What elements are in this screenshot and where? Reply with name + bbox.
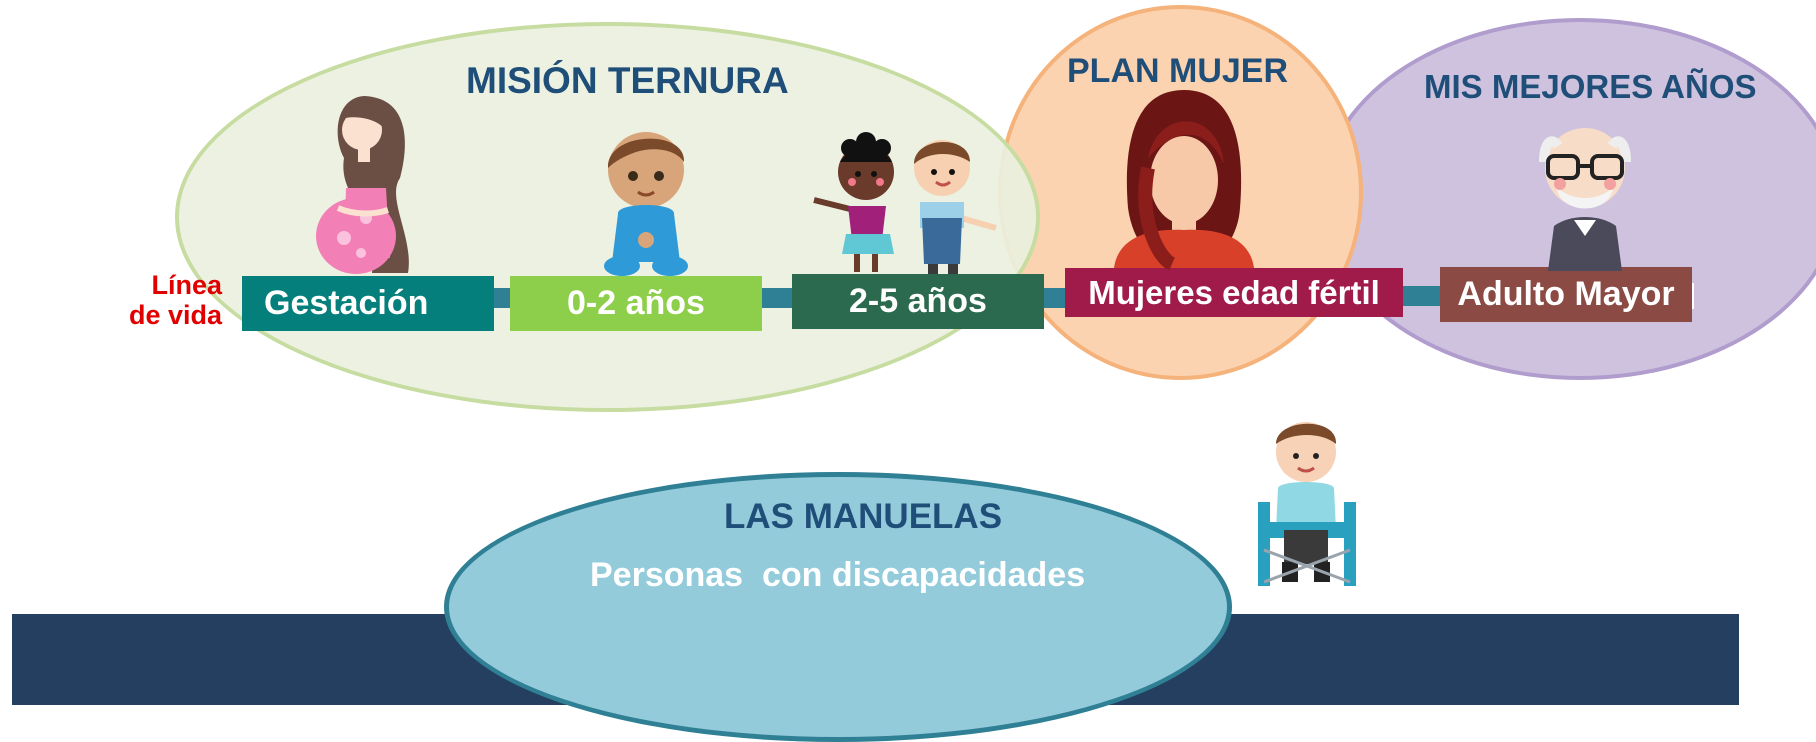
pregnant-woman-icon (316, 96, 409, 274)
baby-icon (604, 132, 688, 276)
plan-mujer-title: PLAN MUJER (1067, 52, 1289, 90)
children-icon (813, 132, 997, 274)
stage-adulto-mayor: Adulto Mayor (1440, 267, 1692, 322)
stage-gestacion: Gestación (242, 276, 494, 331)
lifeline-connector (760, 288, 795, 308)
lifeline-label-line1: Línea (151, 270, 222, 300)
mision-ternura-title: MISIÓN TERNURA (466, 60, 789, 101)
wheelchair-person-icon (1258, 422, 1356, 586)
mision-ternura-ellipse (175, 22, 1040, 412)
elderly-man-icon (1539, 128, 1631, 271)
lifeline-label: Línea de vida (110, 270, 222, 330)
las-manuelas-subtitle: Personas con discapacidades (590, 556, 1086, 594)
woman-icon (1114, 90, 1254, 271)
mis-mejores-anos-title: MIS MEJORES AÑOS (1424, 68, 1757, 105)
lifeline-label-line2: de vida (128, 300, 222, 330)
las-manuelas-title: LAS MANUELAS (724, 497, 1003, 536)
lifeline-connector (1040, 288, 1070, 308)
stage-mujeres-edad-fertil: Mujeres edad fértil (1065, 268, 1403, 317)
stage-2-5-anos: 2-5 años (792, 274, 1044, 329)
stage-0-2-anos: 0-2 años (510, 276, 762, 331)
las-manuelas-ellipse (444, 472, 1232, 742)
lifeline-connector (1402, 286, 1442, 306)
